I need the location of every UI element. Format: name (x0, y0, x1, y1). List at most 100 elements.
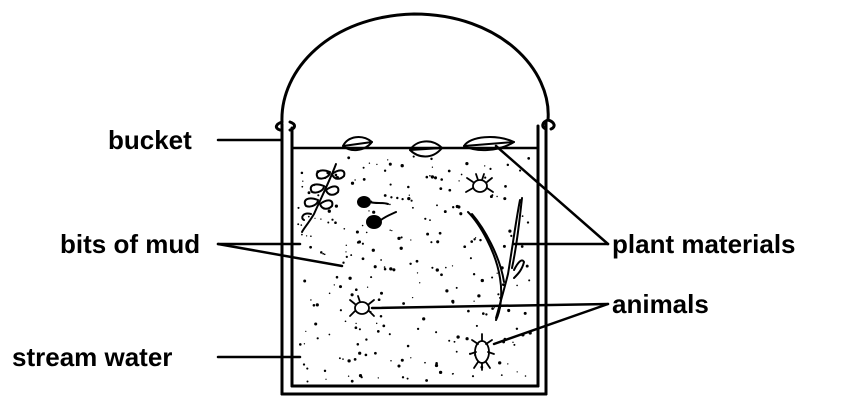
mud-speck (526, 265, 529, 268)
mud-speck (363, 178, 366, 181)
mud-speck (390, 184, 392, 186)
grass-blade-icon (468, 198, 524, 320)
mud-speck (497, 273, 498, 274)
mud-speck (429, 219, 431, 221)
mud-speck (367, 287, 368, 288)
mud-speck (522, 215, 524, 217)
animals-leader-2 (494, 304, 608, 344)
mud-speck (374, 352, 377, 355)
mud-speck (313, 304, 316, 307)
mud-speck (413, 156, 415, 158)
mud-speck (410, 357, 411, 358)
mud-speck (329, 334, 331, 336)
mud-speck (407, 345, 410, 348)
mud-speck (407, 378, 409, 380)
mud-speck (465, 162, 468, 165)
mud-speck (439, 187, 442, 190)
mud-speck (382, 325, 385, 328)
mud-speck (519, 170, 521, 172)
mud-speck (355, 288, 358, 291)
mud-speck (362, 243, 364, 245)
mud-speck (310, 299, 311, 300)
mud-speck (380, 259, 382, 261)
mud-speck (356, 230, 359, 233)
animals-leader-1 (372, 304, 608, 308)
bits-of-mud-label: bits of mud (60, 229, 200, 259)
mud-speck (343, 228, 345, 230)
leader-lines (218, 140, 608, 357)
mud-speck (510, 235, 512, 237)
mud-speck (377, 330, 380, 333)
mud-speck (458, 180, 459, 181)
bucket-handle (282, 14, 548, 122)
mud-speck (491, 276, 493, 278)
mud-speck (325, 379, 326, 380)
mud-speck (317, 194, 319, 196)
mud-speck (429, 175, 431, 177)
mud-speck (350, 254, 352, 256)
mud-speck (340, 309, 342, 311)
mud-speck (308, 216, 310, 218)
mud-speck (503, 245, 506, 248)
animals-label: animals (612, 289, 709, 319)
mud-speck (378, 377, 379, 378)
mud-speck (424, 218, 426, 220)
mud-speck (384, 170, 386, 172)
mud-speck (301, 172, 304, 175)
mud-speck (508, 230, 511, 233)
mud-speck (496, 196, 497, 197)
mud-speck (484, 177, 486, 179)
mud-speck (467, 310, 470, 313)
mud-speck (358, 240, 361, 243)
mud-speck (416, 260, 419, 263)
mud-speck (527, 221, 529, 223)
mud-speck (426, 233, 429, 236)
mud-speck (527, 157, 530, 160)
mud-speck (477, 294, 480, 297)
mud-speck (342, 262, 344, 264)
mud-speck (389, 333, 391, 335)
mud-speck (365, 338, 367, 340)
mud-speck (304, 343, 305, 344)
mud-speck (473, 301, 474, 302)
mud-speck (365, 354, 368, 357)
mud-speck (412, 297, 413, 298)
mud-speck (473, 238, 475, 240)
mud-speck (410, 239, 411, 240)
mud-speck (456, 351, 458, 353)
mud-speck (440, 273, 443, 276)
mud-speck (378, 298, 381, 301)
mud-speck (308, 191, 311, 194)
mud-speck (347, 156, 350, 159)
mud-speck (498, 361, 501, 364)
tadpole-icon (366, 212, 396, 229)
mud-speck (339, 357, 341, 359)
mud-speck (334, 284, 335, 285)
mud-leader-2 (218, 244, 342, 266)
water-bug-icon (350, 296, 374, 316)
mud-speck (301, 224, 303, 226)
mud-speck (444, 210, 447, 213)
mud-speck (392, 268, 395, 271)
mud-speck (461, 174, 463, 176)
mud-speck (470, 257, 472, 259)
mud-speck (299, 343, 302, 346)
mud-speck (452, 206, 454, 208)
mud-speck (348, 277, 351, 280)
mud-speck (380, 315, 383, 318)
mud-speck (320, 251, 323, 254)
mud-speck (397, 364, 400, 367)
mosquito-larva-icon (470, 334, 494, 370)
mud-speck (473, 273, 475, 275)
mud-speck (366, 232, 368, 234)
mud-speck (368, 210, 369, 211)
mud-speck (307, 381, 309, 383)
mud-speck (303, 363, 305, 365)
mud-speck (448, 189, 451, 192)
mud-speck (345, 251, 346, 252)
mud-speck (497, 293, 499, 295)
mud-speck (329, 293, 331, 295)
mud-speck (372, 211, 375, 214)
mud-speck (454, 341, 456, 343)
mud-speck (439, 232, 442, 235)
